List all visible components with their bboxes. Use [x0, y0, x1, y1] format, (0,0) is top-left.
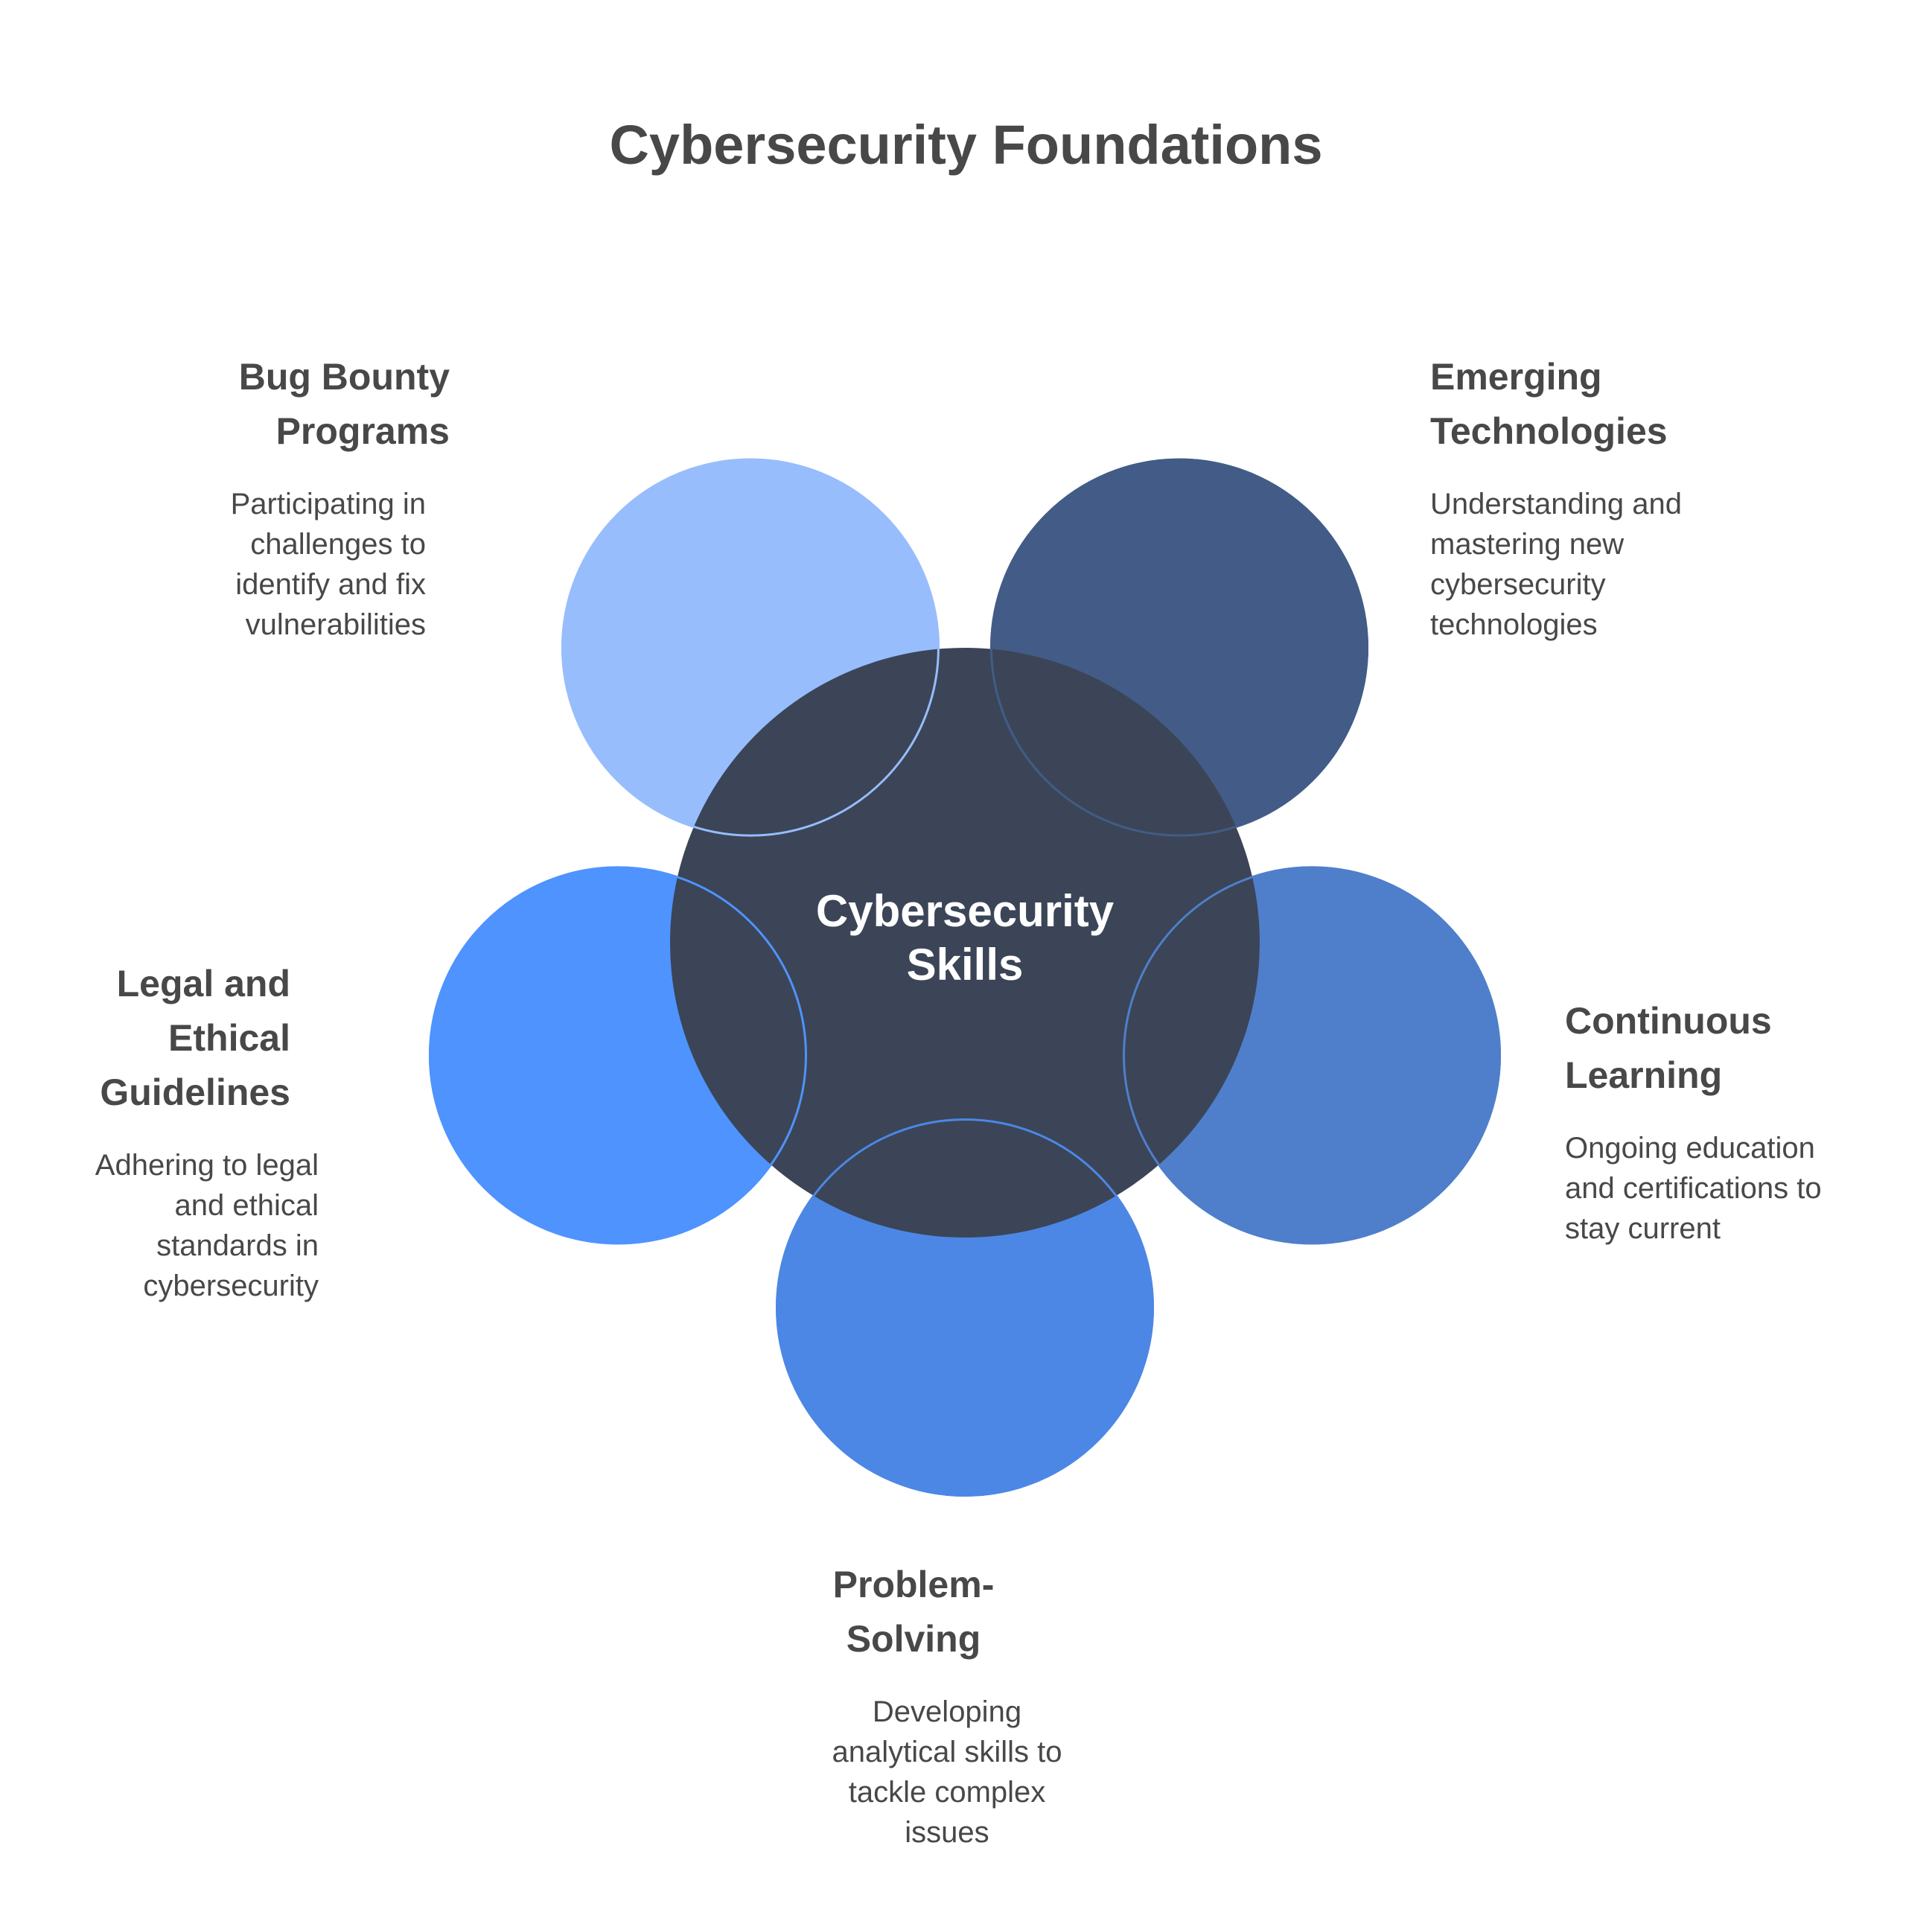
node-heading: Bug Bounty Programs: [238, 356, 450, 452]
circle-outline-legal-ethical: [428, 866, 807, 1245]
circle-outline-continuous-learning: [1123, 866, 1502, 1245]
hub-label: Cybersecurity Skills: [815, 886, 1115, 990]
node-emerging-technologies: Emerging Technologies Understanding and …: [1430, 350, 1817, 645]
node-legal-ethical: Legal and Ethical Guidelines Adhering to…: [30, 957, 319, 1306]
node-heading: Emerging Technologies: [1430, 356, 1668, 452]
node-continuous-learning: Continuous Learning Ongoing education an…: [1565, 994, 1907, 1249]
node-heading: Legal and Ethical Guidelines: [100, 963, 290, 1113]
node-problem-solving: Problem- Solving Developing analytical s…: [761, 1558, 1133, 1853]
circle-outline-emerging-technologies: [990, 458, 1369, 837]
node-heading: Problem- Solving: [832, 1564, 995, 1660]
node-description: Developing analytical skills to tackle c…: [832, 1695, 1062, 1849]
node-description: Ongoing education and certifications to …: [1565, 1132, 1822, 1245]
node-description: Understanding and mastering new cybersec…: [1430, 488, 1683, 641]
node-description: Participating in challenges to identify …: [230, 488, 426, 641]
circle-outline-bug-bounty: [561, 458, 940, 837]
circle-outline-problem-solving: [776, 1118, 1154, 1497]
node-description: Adhering to legal and ethical standards …: [95, 1149, 319, 1302]
node-bug-bounty: Bug Bounty Programs Participating in cha…: [149, 350, 450, 645]
node-heading: Continuous Learning: [1565, 1000, 1772, 1096]
hub-circle: [670, 648, 1260, 1238]
diagram-title: Cybersecurity Foundations: [609, 114, 1323, 176]
